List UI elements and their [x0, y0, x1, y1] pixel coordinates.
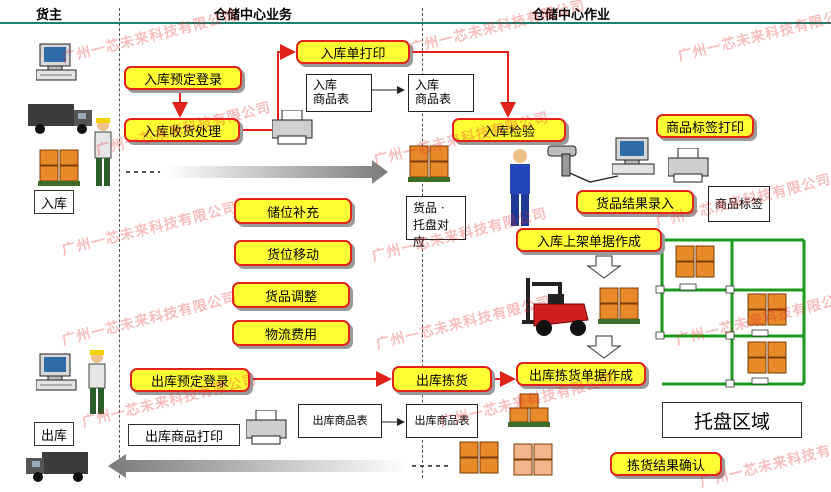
box-goods-adjust: 货品调整 — [232, 282, 350, 308]
owner-label-outbound: 出库 — [34, 422, 74, 446]
box-outbound-print: 出库商品打印 — [128, 424, 240, 446]
box-label-print: 商品标签打印 — [656, 114, 754, 138]
box-inbound-booking: 入库预定登录 — [124, 66, 242, 90]
doc-product-label: 商品标签 — [708, 186, 770, 222]
box-result-entry: 货品结果录入 — [576, 190, 694, 214]
lane-divider-left — [119, 8, 120, 478]
doc-goods-pallet: 货品 · 托盘对应 — [406, 196, 466, 249]
lane-header-business: 仓储中心业务 — [214, 8, 293, 23]
worker-icon — [94, 118, 112, 186]
box-replenish: 储位补充 — [234, 198, 352, 224]
printer-icon — [272, 110, 313, 145]
big-inbound-arrow — [165, 160, 388, 184]
printer-icon — [668, 148, 709, 183]
doc-outbound-list-a: 出库商品表 — [298, 404, 382, 438]
big-outbound-arrow — [108, 454, 408, 478]
arrow-receiving-to-print — [240, 44, 296, 131]
box-location-move: 货位移动 — [234, 240, 352, 266]
carton-stack-icon — [675, 245, 715, 278]
doc-line: 商品表 — [415, 92, 452, 106]
down-arrow-putaway — [586, 255, 622, 279]
box-picking-confirm: 拣货结果确认 — [610, 452, 722, 476]
doc-inbound-list-b: 入库 商品表 — [408, 74, 474, 112]
truck-icon — [28, 104, 92, 134]
owner-label-inbound: 入库 — [34, 190, 74, 214]
pallet-zone-label: 托盘区域 — [662, 402, 802, 438]
doc-line: 货品 · — [413, 201, 445, 215]
arrow-print-to-inspection — [410, 51, 516, 118]
carton-stack-icon — [38, 149, 80, 186]
lane-divider-right — [422, 8, 423, 478]
inspector-icon — [510, 149, 530, 226]
printer-icon — [246, 410, 287, 445]
carton-stack-icon — [747, 293, 787, 326]
box-picking-doc: 出库拣货单据作成 — [516, 362, 646, 386]
doc-line: 商品表 — [313, 92, 350, 106]
computer-icon — [612, 137, 655, 175]
doc-inbound-list-a: 入库 商品表 — [306, 74, 372, 112]
carton-stack-icon — [508, 393, 550, 427]
doc-outbound-list-b: 出库商品表 — [406, 404, 478, 438]
box-outbound-picking: 出库拣货 — [392, 366, 492, 392]
computer-icon — [36, 43, 77, 81]
box-logistics-cost: 物流费用 — [232, 320, 350, 346]
carton-stack-icon — [513, 443, 553, 476]
lane-header-owner: 货主 — [36, 8, 63, 23]
box-putaway-doc: 入库上架单据作成 — [516, 228, 662, 252]
down-arrow-picking — [586, 335, 622, 359]
computer-icon — [36, 353, 77, 391]
scanner-cable — [562, 169, 619, 183]
doc-line: 托盘对应 — [413, 218, 450, 249]
connector-lines — [108, 44, 806, 478]
box-outbound-booking: 出库预定登录 — [130, 368, 250, 392]
doc-line: 入库 — [313, 78, 338, 92]
header-divider-line — [0, 22, 831, 24]
lane-header-operation: 仓储中心作业 — [532, 8, 611, 23]
carton-stack-icon — [459, 441, 499, 474]
box-inbound-inspection: 入库检验 — [452, 118, 566, 142]
worker-icon — [88, 350, 106, 414]
doc-line: 入库 — [415, 78, 440, 92]
forklift-icon — [522, 278, 589, 336]
barcode-scanner-icon — [547, 145, 577, 177]
box-inbound-receiving: 入库收货处理 — [124, 118, 240, 142]
carton-stack-icon — [598, 287, 640, 324]
box-inbound-order-print: 入库单打印 — [296, 40, 410, 64]
carton-stack-icon — [747, 341, 787, 374]
carton-stack-icon — [408, 145, 450, 182]
truck-icon — [26, 452, 88, 482]
